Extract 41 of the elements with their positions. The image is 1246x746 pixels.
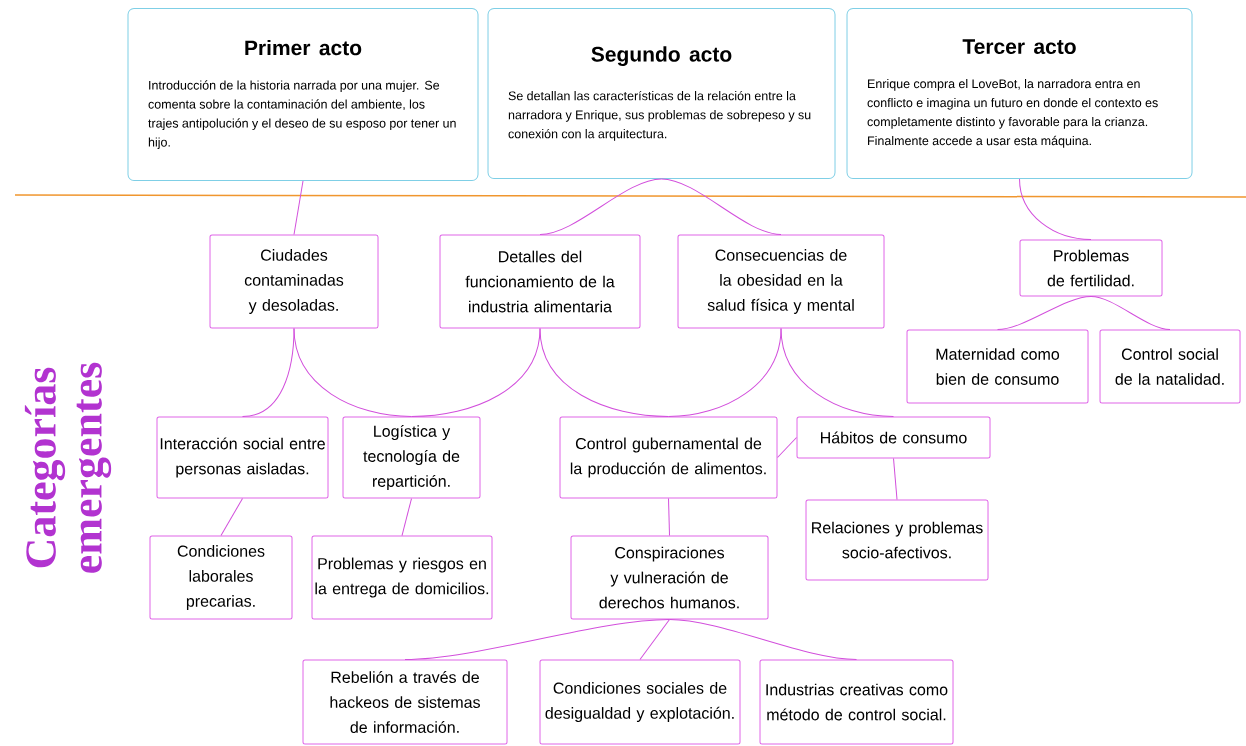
connector-line (539, 178, 662, 235)
category-box: Interacción social entre personas aisladas. (156, 416, 329, 499)
category-box: Rebelión a través de hackeos de sistemas de información. (302, 659, 508, 745)
connector-line (668, 328, 782, 417)
category-box: Condiciones sociales de desigualdad y explotación. (539, 659, 741, 745)
connector-line (220, 498, 243, 536)
connector-line (293, 328, 412, 417)
category-box: Problemas y riesgos en la entrega de domicilios. (311, 535, 493, 620)
vertical-heading: Categorías emergentes (24, 362, 112, 573)
category-box: Relaciones y problemas socio-afectivos. (805, 499, 989, 581)
connector-line (669, 619, 857, 660)
connector-line (1019, 178, 1092, 240)
connector-line (404, 619, 670, 660)
connector-line (780, 328, 894, 417)
connector-line (411, 328, 541, 417)
category-box: Consecuencias de la obesidad en la salud física y mental (677, 234, 885, 329)
category-box: Control social de la natalidad. (1099, 329, 1241, 404)
category-box: Conspiraciones y vulneración de derechos humanos. (570, 535, 769, 620)
category-box: Industrias creativas como método de control social. (759, 659, 954, 745)
category-box: Control gubernamental de la producción de alimentos. (559, 416, 778, 499)
connector-line (997, 296, 1092, 330)
category-box: Problemas de fertilidad. (1019, 239, 1163, 297)
category-box: Condiciones laborales precarias. (149, 535, 293, 620)
category-box: Maternidad como bien de consumo (906, 329, 1089, 404)
connector-line (539, 328, 669, 417)
category-box: Ciudades contaminadas y desoladas. (209, 234, 379, 329)
category-box: Logística y tecnología de repartición. (342, 416, 481, 499)
connector-line (639, 619, 670, 660)
connector-line (293, 180, 304, 235)
category-box: Detalles del funcionamiento de la industria alimentaria (439, 234, 641, 329)
act-box: Primer acto Introducción de la historia narrada por una mujer. Se comenta sobre la contaminación del ambiente, los trajes antipolución y el deseo de su esposo por tener un hijo. (127, 8, 479, 181)
act-box: Segundo acto Se detallan las características de la relación entre la narradora y Enrique, sus problemas de sobrepeso y su conexión con la arquitectura. (487, 8, 836, 179)
connector-line (668, 498, 670, 536)
connector-line (1090, 296, 1171, 330)
category-box: Hábitos de consumo (796, 416, 991, 459)
connector-line (242, 328, 295, 417)
connector-line (777, 437, 797, 458)
act-box: Tercer acto Enrique compra el LoveBot, la narradora entra en conflicto e imagina un futuro en donde el contexto es completamente distinto y favorable para la crianza. Finalmente accede a usar esta máquina. (846, 8, 1193, 179)
connector-line (661, 178, 782, 235)
connector-line (893, 458, 898, 500)
connector-line (401, 498, 412, 536)
